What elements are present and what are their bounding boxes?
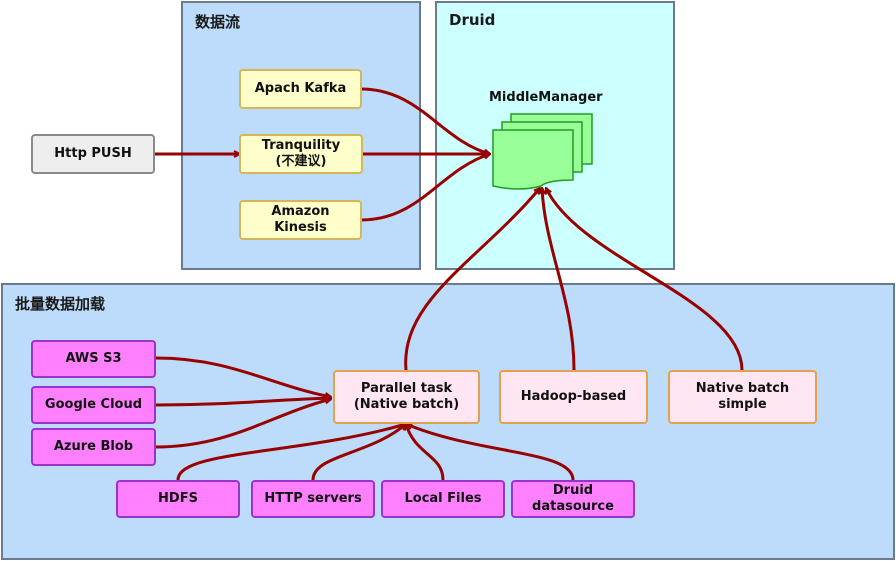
- edge-kafka-to-mm: [360, 87, 490, 154]
- google-cloud-node: Google Cloud: [31, 386, 156, 424]
- hadoop-based-label: Hadoop-based: [520, 389, 627, 404]
- hdfs-label: HDFS: [158, 491, 198, 506]
- batch-group-title: 批量数据加载: [15, 295, 106, 313]
- kafka-node: Apach Kafka: [239, 69, 362, 109]
- kafka-label: Apach Kafka: [254, 81, 347, 96]
- edge-hadoop-to-mm: [542, 188, 576, 371]
- http-servers-label: HTTP servers: [264, 491, 362, 506]
- local-files-node: Local Files: [381, 480, 505, 518]
- edge-gcloud-to-parallel: [155, 398, 331, 407]
- kinesis-label: Amazon Kinesis: [271, 204, 330, 235]
- druid-datasource-node: Druid datasource: [511, 480, 635, 518]
- parallel-task-label: Parallel task (Native batch): [353, 381, 460, 412]
- azure-blob-node: Azure Blob: [31, 428, 156, 466]
- kinesis-node: Amazon Kinesis: [239, 200, 362, 240]
- edge-datasource-to-parallel: [406, 424, 575, 481]
- tranquility-node: Tranquility (不建议): [239, 134, 363, 174]
- hadoop-based-node: Hadoop-based: [499, 370, 648, 424]
- edge-kinesis-to-mm: [360, 154, 490, 222]
- edge-hdfs-to-parallel: [176, 424, 406, 481]
- edge-native-simple-to-mm: [544, 188, 744, 371]
- edge-s3-to-parallel: [155, 356, 331, 397]
- tranquility-label: Tranquility (不建议): [261, 138, 341, 169]
- native-batch-simple-label: Native batch simple: [695, 381, 790, 412]
- druid-group-title: Druid: [449, 11, 496, 29]
- middle-manager-label: MiddleManager: [489, 90, 603, 105]
- aws-s3-node: AWS S3: [31, 340, 156, 378]
- druid-datasource-label: Druid datasource: [532, 483, 614, 514]
- edge-localfiles-to-parallel: [406, 424, 445, 481]
- local-files-label: Local Files: [404, 491, 482, 506]
- native-batch-simple-node: Native batch simple: [668, 370, 817, 424]
- http-push-label: Http PUSH: [54, 146, 132, 161]
- parallel-task-node: Parallel task (Native batch): [333, 370, 480, 424]
- edge-parallel-to-mm: [404, 188, 540, 371]
- http-push-node: Http PUSH: [31, 134, 155, 174]
- edge-azure-to-parallel: [155, 399, 331, 449]
- middle-manager-icon: [492, 113, 593, 190]
- google-cloud-label: Google Cloud: [44, 397, 143, 412]
- aws-s3-label: AWS S3: [65, 351, 122, 366]
- azure-blob-label: Azure Blob: [53, 439, 134, 454]
- hdfs-node: HDFS: [116, 480, 240, 518]
- druid-group: Druid: [435, 1, 675, 270]
- http-servers-node: HTTP servers: [251, 480, 375, 518]
- streaming-group-title: 数据流: [195, 13, 241, 31]
- edge-httpservers-to-parallel: [311, 424, 406, 481]
